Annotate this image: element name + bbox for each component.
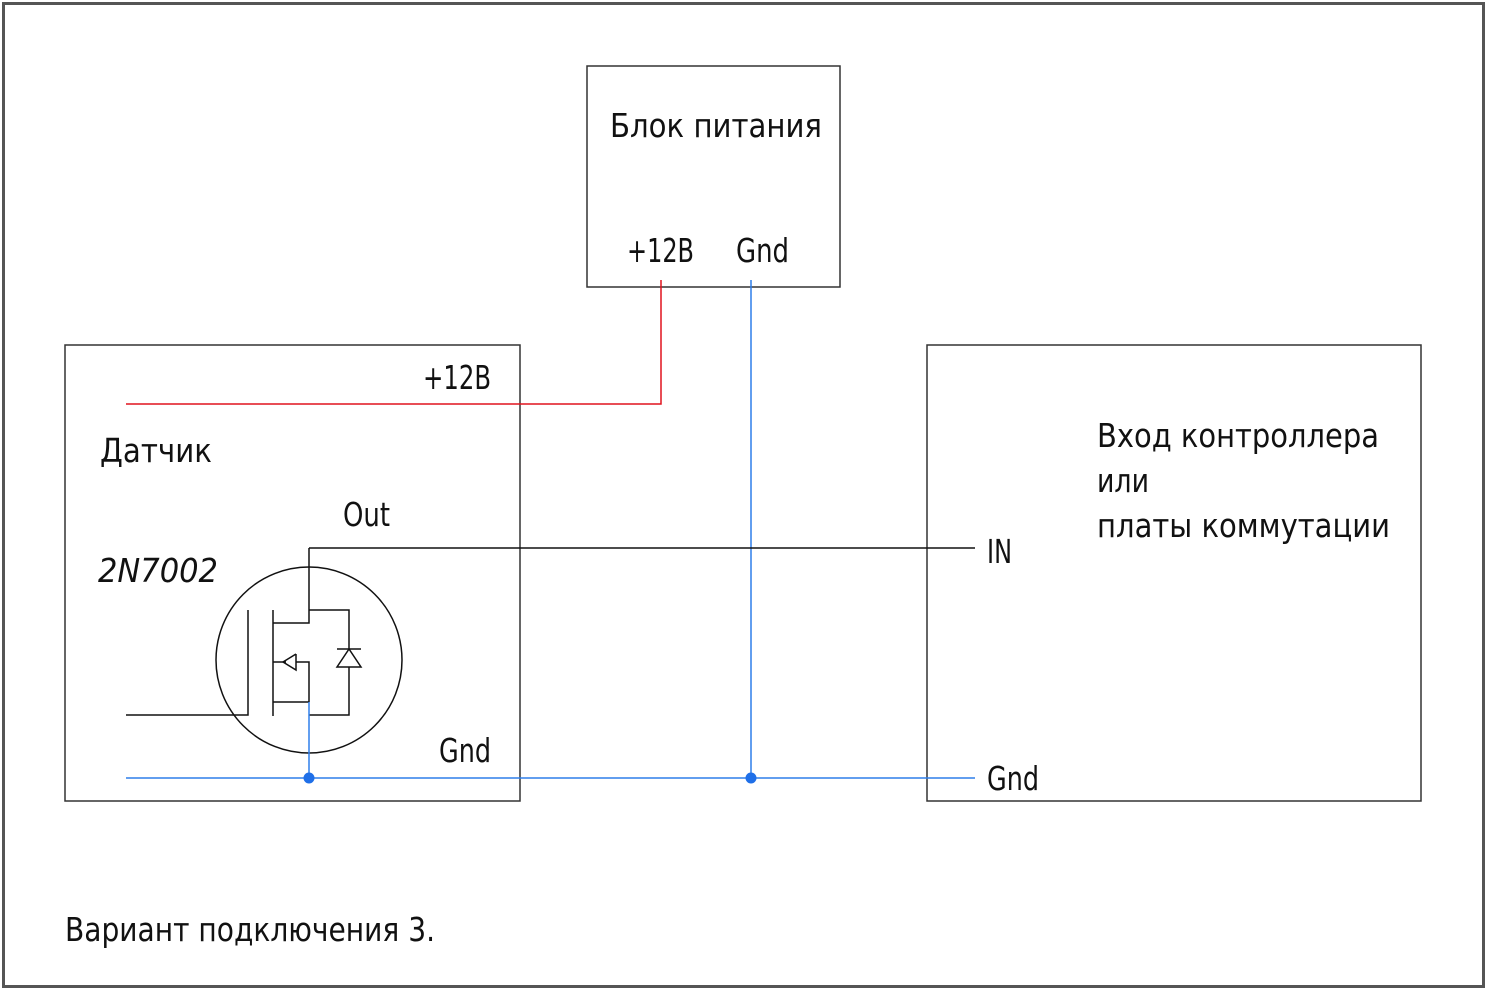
mosfet-drain-lead <box>273 548 310 624</box>
body-diode-bottom-lead <box>309 667 350 716</box>
controller-label-line1: Вход контроллера <box>1097 416 1379 455</box>
mosfet-gate-lead <box>126 610 249 716</box>
mosfet-source-link <box>296 661 310 702</box>
power-supply-box <box>586 65 841 288</box>
wires <box>126 280 975 784</box>
wire-plus-12v <box>126 280 662 405</box>
controller-block: Вход контроллера или платы коммутации IN… <box>926 344 1422 802</box>
body-diode-triangle-icon <box>335 647 363 668</box>
mosfet-symbol <box>126 548 403 754</box>
sensor-block: +12В Датчик Out 2N7002 Gnd <box>64 344 521 802</box>
controller-gnd-pin-label: Gnd <box>987 759 1039 798</box>
power-supply-plus-pin-label: +12В <box>627 231 694 270</box>
diagram-caption: Вариант подключения 3. <box>65 910 435 949</box>
controller-label-line2: или <box>1097 461 1149 500</box>
sensor-out-pin-label: Out <box>343 495 390 534</box>
body-diode-top-lead <box>309 609 350 649</box>
junction-dot-sensor-gnd <box>303 772 315 784</box>
controller-label-line3: платы коммутации <box>1097 506 1390 545</box>
sensor-label: Датчик <box>100 431 212 470</box>
controller-in-pin-label: IN <box>987 532 1012 571</box>
power-supply-block: Блок питания +12В Gnd <box>586 65 841 288</box>
power-supply-label: Блок питания <box>610 106 822 145</box>
controller-box <box>926 344 1422 802</box>
sensor-box <box>64 344 521 802</box>
junction-dot-psu-gnd <box>745 772 757 784</box>
sensor-gnd-pin-label: Gnd <box>439 731 491 770</box>
sensor-plus-pin-label: +12В <box>423 358 491 397</box>
transistor-model-label: 2N7002 <box>98 551 218 590</box>
power-supply-gnd-pin-label: Gnd <box>736 231 789 270</box>
